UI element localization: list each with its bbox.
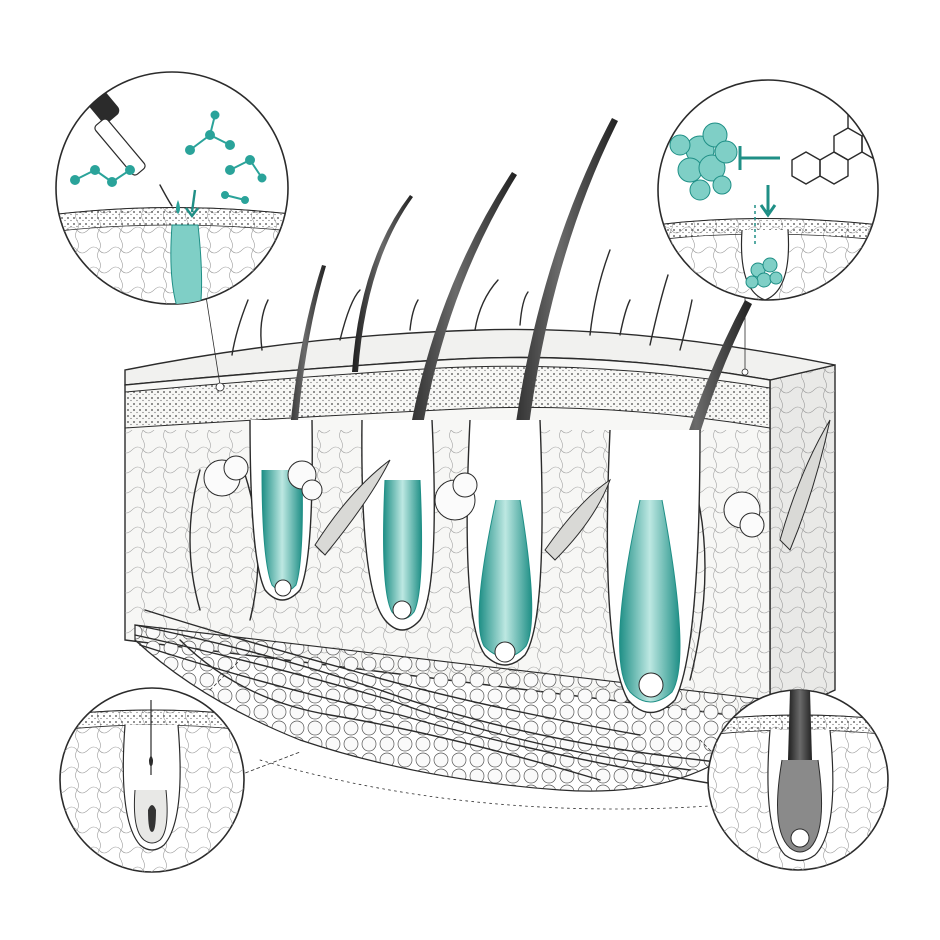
inset-topical-application [55, 71, 289, 305]
inset-dark-follicle [707, 689, 889, 871]
follicle-4 [606, 429, 701, 714]
inset-connectors [204, 289, 749, 776]
sebaceous-glands [203, 455, 765, 538]
follicle-1 [249, 419, 313, 601]
follicle-3 [466, 419, 543, 666]
steroid-structure-icon [791, 111, 878, 185]
molecules-icon [70, 110, 267, 204]
epidermis-layer [124, 365, 771, 429]
follicles [203, 419, 831, 714]
teal-channel [170, 224, 203, 304]
hair-shaft-5 [352, 195, 413, 372]
arrector-pili-muscles [314, 419, 831, 561]
inset-hormone-blocking [657, 79, 879, 301]
enzyme-cluster-icon [669, 122, 783, 289]
inset-miniaturized-follicle [59, 687, 245, 873]
inhibition-icon [738, 146, 780, 245]
subcutaneous-fat [134, 624, 771, 792]
